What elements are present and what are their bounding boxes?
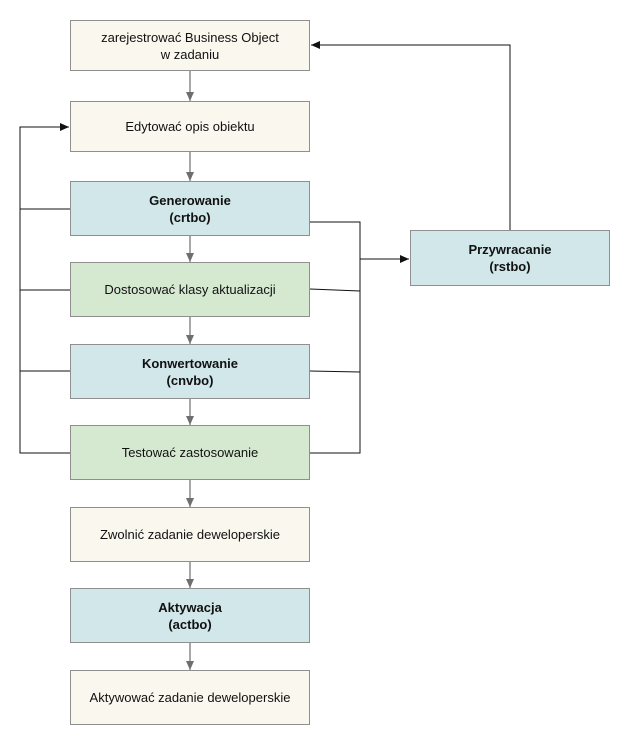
node-convert: Konwertowanie (cnvbo) — [70, 344, 310, 399]
node-label: Aktywacja — [158, 599, 222, 615]
bus-right-from-generate — [310, 221, 361, 454]
node-label: (cnvbo) — [166, 372, 214, 388]
node-generate: Generowanie (crtbo) — [70, 181, 310, 236]
node-label: Testować zastosowanie — [121, 445, 259, 460]
node-test-application: Testować zastosowanie — [70, 425, 310, 480]
node-label: (crtbo) — [169, 209, 211, 225]
node-label: Dostosować klasy aktualizacji — [104, 282, 276, 297]
node-label: Aktywować zadanie deweloperskie — [89, 690, 291, 705]
node-label: (actbo) — [168, 616, 212, 632]
node-label: Przywracanie — [468, 242, 552, 257]
node-label: w zadaniu — [160, 46, 220, 62]
node-release-dev-task: Zwolnić zadanie deweloperskie — [70, 507, 310, 562]
node-restore: Przywracanie (rstbo) — [410, 230, 610, 286]
node-label: Konwertowanie — [141, 355, 239, 371]
node-edit-object-description: Edytować opis obiektu — [70, 101, 310, 152]
node-adjust-update-classes: Dostosować klasy aktualizacji — [70, 262, 310, 317]
node-activate-dev-task: Aktywować zadanie deweloperskie — [70, 670, 310, 725]
node-label: Generowanie — [149, 192, 231, 208]
arrow-restore-to-register — [311, 41, 511, 230]
bus-right-from-convert — [309, 370, 361, 373]
bus-right-from-adjust — [309, 288, 361, 292]
node-label: Zwolnić zadanie deweloperskie — [100, 527, 280, 542]
node-label: Edytować opis obiektu — [125, 119, 255, 134]
node-label: zarejestrować Business Object — [101, 29, 279, 45]
node-activate: Aktywacja (actbo) — [70, 588, 310, 643]
node-register-business-object: zarejestrować Business Object w zadaniu — [70, 20, 310, 71]
node-label: (rstbo) — [489, 259, 531, 274]
